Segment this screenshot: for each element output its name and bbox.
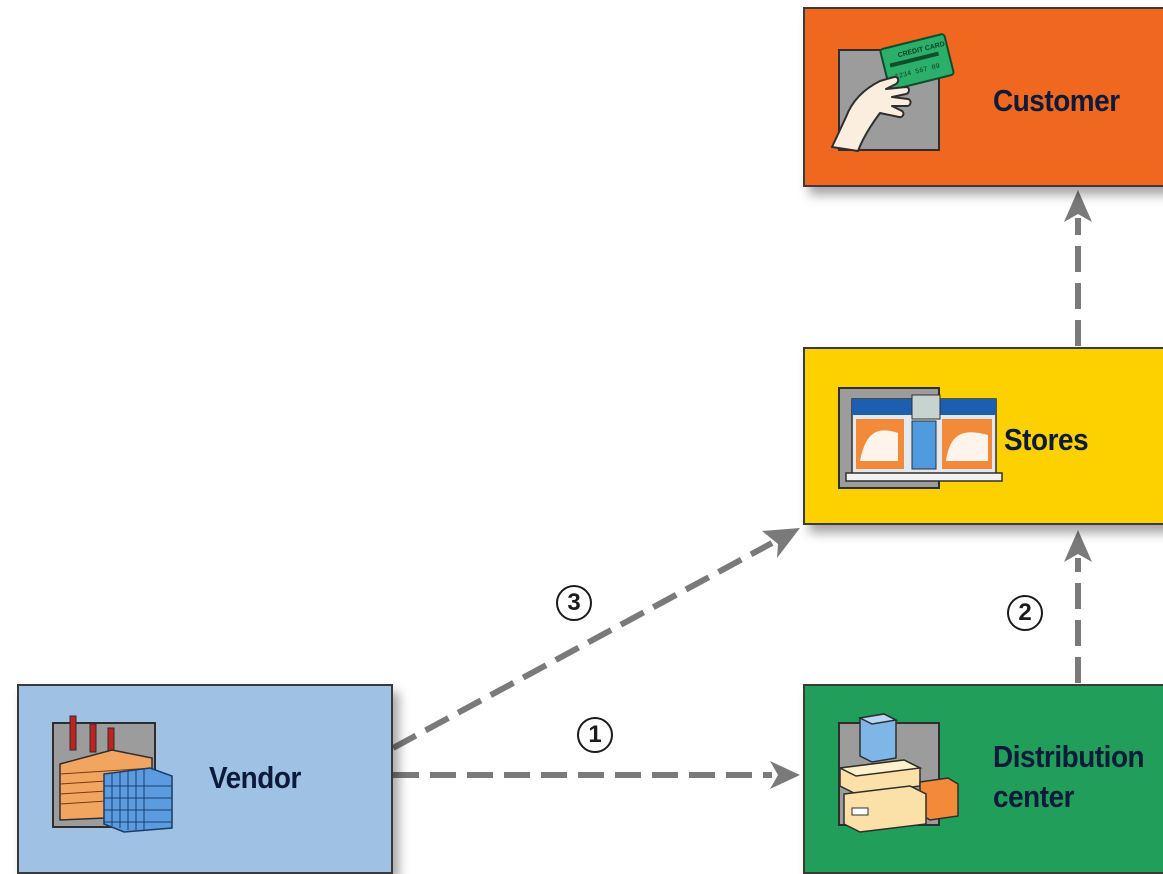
distribution-center-label-line2: center	[993, 779, 1075, 814]
boxes-icon	[837, 713, 959, 833]
distribution-center-label-line1: Distribution	[993, 739, 1145, 774]
stores-node: Stores	[803, 347, 1163, 525]
customer-node: CREDIT CARD 1234 567 89 Customer	[803, 7, 1163, 187]
arrow-distribution-to-stores	[1064, 530, 1092, 683]
distribution-center-node: Distribution center	[803, 684, 1163, 874]
step-1-marker: 1	[577, 717, 613, 753]
vendor-node: Vendor	[17, 684, 393, 874]
vendor-label: Vendor	[209, 760, 301, 795]
customer-label: Customer	[993, 83, 1120, 118]
factory-icon	[52, 715, 173, 833]
arrow-vendor-to-distribution	[393, 761, 800, 789]
arrow-vendor-to-stores	[391, 528, 800, 751]
stores-label: Stores	[1004, 422, 1089, 457]
storefront-icon	[838, 387, 1003, 489]
credit-card-hand-icon: CREDIT CARD 1234 567 89	[831, 33, 955, 152]
arrow-stores-to-customer	[1064, 190, 1092, 346]
step-3-marker: 3	[556, 585, 592, 621]
step-2-marker: 2	[1007, 595, 1043, 631]
